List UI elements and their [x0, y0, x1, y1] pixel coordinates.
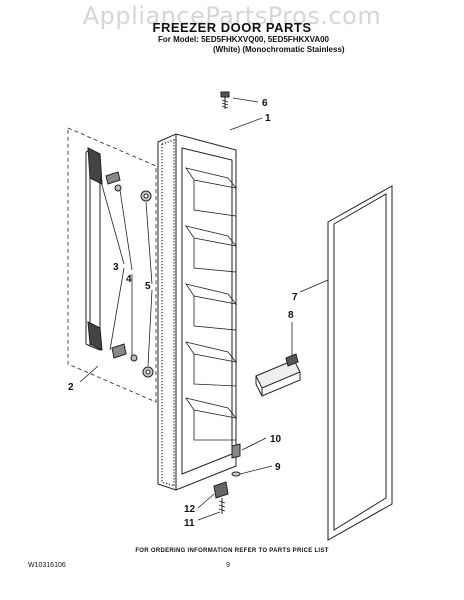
upper-handle-hardware [105, 171, 152, 202]
freezer-door-panel [157, 133, 237, 491]
callout-5: 5 [145, 281, 151, 292]
callout-6: 6 [262, 98, 268, 109]
model-line-1: For Model: 5ED5FHKXVQ00, 5ED5FHKXVA00 [158, 35, 330, 44]
page-number: 9 [226, 562, 230, 569]
door-bins [185, 167, 237, 441]
watermark: AppliancePartsPros.com [82, 2, 382, 30]
lower-handle-hardware [111, 343, 154, 378]
callout-10: 10 [270, 434, 282, 445]
callout-12: 12 [184, 504, 196, 515]
callout-7: 7 [292, 292, 298, 303]
callout-8: 8 [288, 310, 294, 321]
callout-4: 4 [126, 274, 132, 285]
callout-9: 9 [275, 462, 281, 473]
callout-11: 11 [184, 518, 195, 529]
callout-1: 1 [265, 113, 271, 124]
model-line-2: (White) (Monochromatic Stainless) [213, 45, 345, 54]
top-screw-part [220, 91, 230, 109]
door-bin-part [255, 353, 301, 397]
ordering-info-footer: FOR ORDERING INFORMATION REFER TO PARTS … [135, 548, 329, 554]
hinge-washer [231, 471, 241, 477]
lower-hinge-bushing [231, 443, 241, 466]
leader-lines [79, 97, 329, 521]
callout-2: 2 [68, 382, 74, 393]
handle-part [85, 147, 103, 351]
document-number: W10316106 [28, 562, 66, 569]
handle-group-outline [67, 127, 157, 403]
door-gasket [327, 185, 393, 541]
page-title: FREEZER DOOR PARTS [152, 20, 312, 35]
hinge-bracket [213, 481, 229, 499]
hinge-screw [218, 498, 226, 514]
callout-3: 3 [113, 262, 119, 273]
